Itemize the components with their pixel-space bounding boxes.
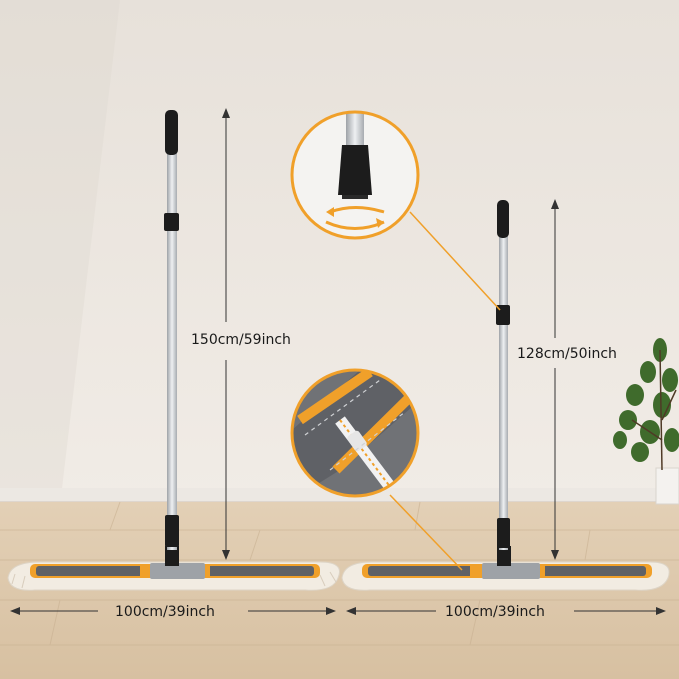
left-width-label: 100cm/39inch [115, 604, 215, 620]
short-mop [341, 200, 670, 591]
potted-plant [613, 338, 679, 505]
tall-height-label: 150cm/59inch [191, 332, 291, 348]
left-width-dimension [10, 607, 336, 615]
short-height-label: 128cm/50inch [517, 346, 617, 362]
twist-lock-callout [290, 110, 420, 240]
tall-mop [7, 110, 340, 591]
callout-lines [389, 211, 501, 571]
wall-shadow [0, 0, 120, 505]
rotate-arrows-icon [325, 206, 385, 230]
tall-height-dimension [222, 108, 230, 560]
short-height-dimension [551, 199, 559, 560]
floor-planks [0, 501, 679, 646]
right-width-dimension [346, 607, 666, 615]
right-width-label: 100cm/39inch [445, 604, 545, 620]
zipper-pad-callout [290, 368, 420, 498]
